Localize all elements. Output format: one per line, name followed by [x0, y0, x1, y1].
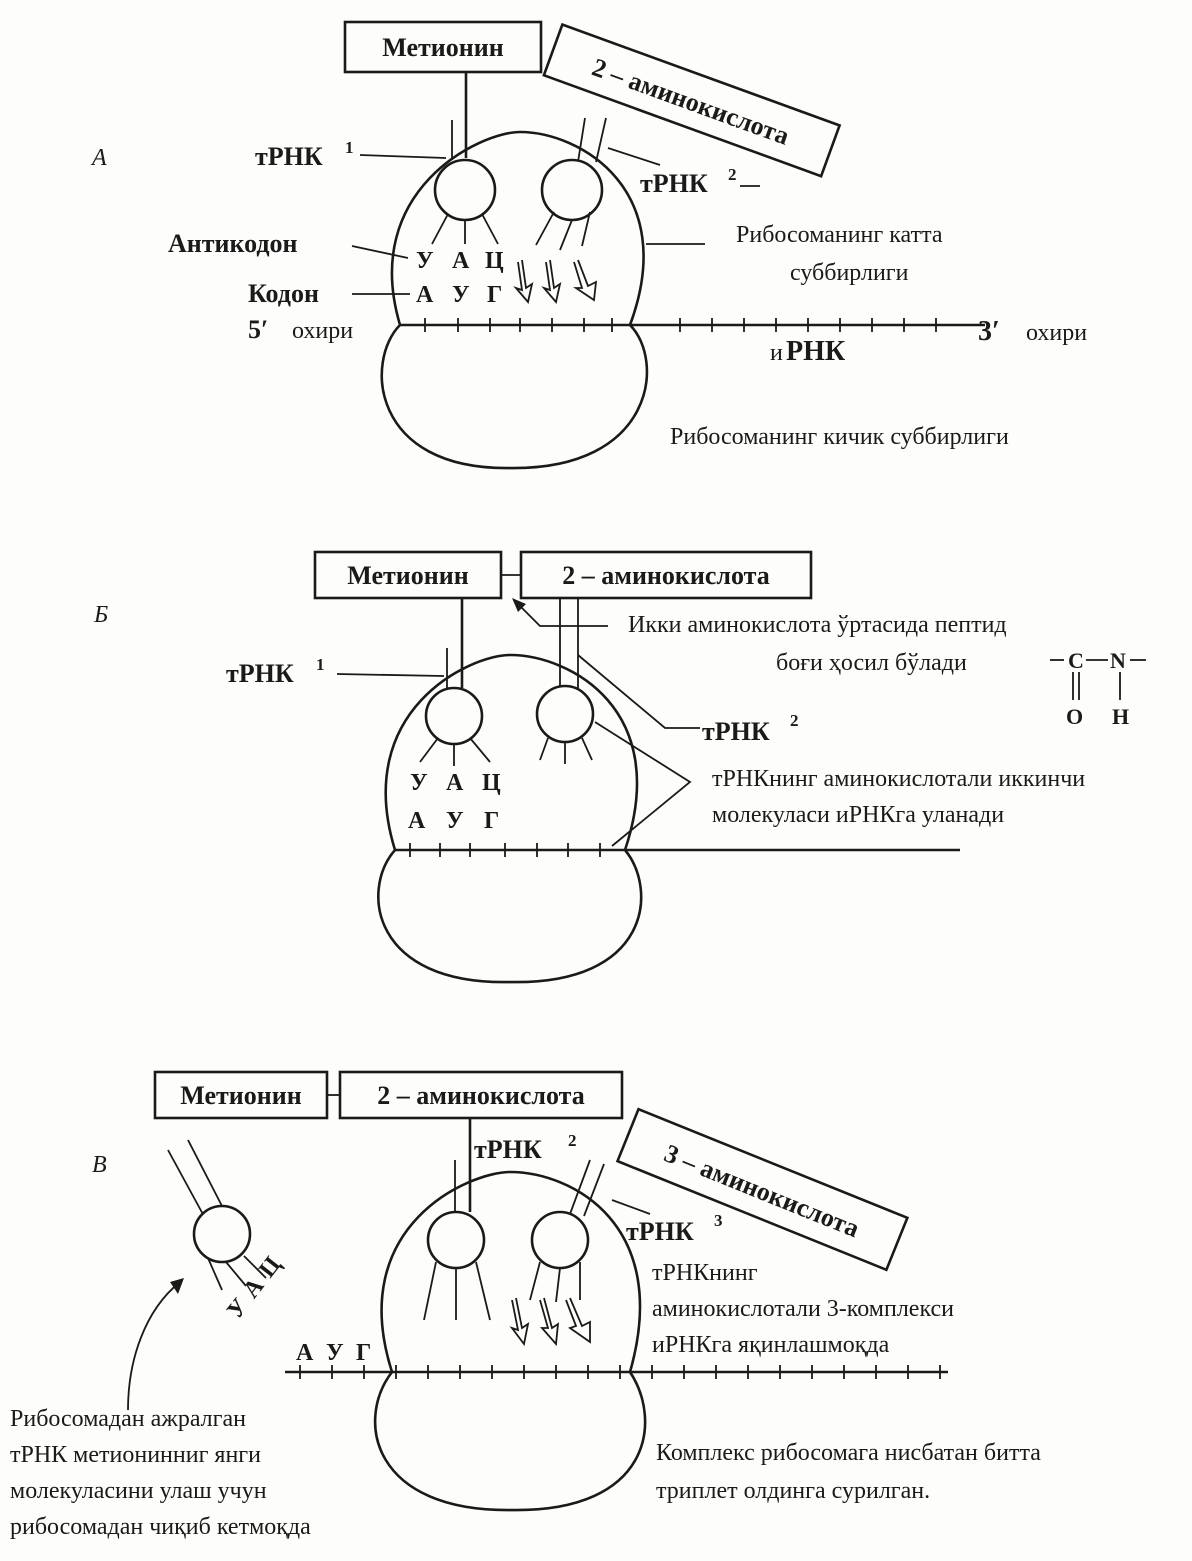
trna1-label: тРНК: [255, 142, 323, 171]
anticodon-base: У: [410, 770, 428, 796]
formula-nitrogen: N: [1110, 648, 1126, 673]
three-prime-end-label: охири: [1026, 320, 1087, 346]
methionine-box: [343, 20, 543, 74]
incoming-anticodon-arrows: [509, 1297, 591, 1347]
panel-a: А Метионин 2 – аминокислота: [90, 20, 1087, 470]
peptide-bond-pointer: [513, 599, 608, 627]
three-prime-end-number: 3′: [978, 316, 1000, 347]
approach-note-2: аминокислотали 3-комплекси: [652, 1296, 954, 1322]
trna2-body: [535, 684, 595, 744]
trna2-body: [540, 158, 604, 222]
shift-note-1: Комплекс рибосомага нисбатан битта: [656, 1440, 1041, 1466]
panel-a-letter: А: [90, 145, 107, 171]
trna1-label: тРНК: [226, 659, 294, 688]
shift-note-2: триплет олдинга сурилган.: [656, 1478, 930, 1504]
approach-note-1: тРНКнинг: [652, 1260, 758, 1286]
ribosome-large-subunit: [380, 1170, 642, 1373]
codon-base: У: [446, 808, 464, 834]
ribosome-small-subunit: [377, 849, 643, 984]
free-codon-base: У: [326, 1340, 344, 1366]
trna3-superscript: 3: [714, 1211, 723, 1230]
trna1-body: [424, 686, 484, 746]
methionine-label: Метионин: [382, 33, 503, 62]
panel-b-letter: Б: [93, 602, 108, 628]
peptide-bond-formula: C N O H: [1050, 648, 1146, 729]
codon-base: Г: [487, 282, 502, 308]
trna2-superscript: 2: [568, 1131, 577, 1150]
trna2-leader: [577, 654, 700, 729]
amino-acid-2-label: 2 – аминокислота: [562, 561, 770, 590]
attach-note-1: тРНКнинг аминокислотали иккинчи: [712, 766, 1085, 792]
trna1-superscript: 1: [345, 138, 354, 157]
ribosome-large-subunit: [384, 653, 639, 851]
codon-base: Г: [484, 808, 499, 834]
five-prime-end-number: 5′: [248, 315, 268, 344]
released-trna-body: [192, 1204, 252, 1264]
mrna-ticks: [424, 318, 937, 332]
attach-pointer: [594, 721, 692, 847]
formula-hydrogen: H: [1112, 704, 1129, 729]
trna2-body: [426, 1210, 486, 1270]
incoming-anticodon-arrows: [513, 259, 598, 304]
attach-note-2: молекуласи иРНКга уланади: [712, 802, 1004, 828]
approach-note-3: иРНКга яқинлашмоқда: [652, 1332, 890, 1358]
anticodon-base: У: [416, 248, 434, 274]
mrna-prefix: и: [770, 340, 783, 366]
trna3-body: [530, 1210, 590, 1270]
small-subunit-label: Рибосоманинг кичик суббирлиги: [670, 424, 1009, 450]
ribosome-small-subunit: [373, 1371, 647, 1512]
anticodon-base: А: [446, 770, 464, 796]
methionine-label: Метионин: [180, 1081, 301, 1110]
trna2-label: тРНК: [474, 1135, 542, 1164]
panel-c: В Метионин 2 – аминокислота 3 – аминокис…: [10, 1070, 1041, 1540]
five-prime-end-label: охири: [292, 318, 353, 344]
methionine-label: Метионин: [347, 561, 468, 590]
free-codon-base: Г: [356, 1340, 371, 1366]
anticodon-base: Ц: [485, 248, 504, 274]
amino-acid-2-box: [338, 1070, 624, 1120]
peptide-note-1: Икки аминокислота ўртасида пептид: [628, 612, 1007, 638]
release-arrow: [127, 1281, 181, 1411]
trna2-superscript: 2: [728, 165, 737, 184]
codon-base: У: [452, 282, 470, 308]
release-note-3: молекуласини улаш учун: [10, 1478, 267, 1504]
large-subunit-label-1: Рибосоманинг катта: [736, 222, 943, 248]
trna2-label: тРНК: [640, 169, 708, 198]
trna1-body: [433, 158, 497, 222]
formula-oxygen: O: [1066, 704, 1083, 729]
formula-carbon: C: [1068, 648, 1084, 673]
anticodon-label: Антикодон: [168, 229, 298, 258]
mrna-ticks: [299, 1365, 941, 1379]
ribosome-small-subunit: [380, 324, 649, 470]
mrna-ticks: [409, 843, 601, 857]
release-note-4: рибосомадан чиқиб кетмоқда: [10, 1514, 311, 1540]
anticodon-base: А: [452, 248, 470, 274]
release-note-1: Рибосомадан ажралган: [10, 1406, 246, 1432]
trna2-superscript: 2: [790, 711, 799, 730]
panel-c-letter: В: [92, 1152, 107, 1178]
released-anticodon-base: Ц: [254, 1252, 286, 1283]
amino-acid-2-label: 2 – аминокислота: [377, 1081, 585, 1110]
trna1-superscript: 1: [316, 655, 325, 674]
codon-label: Кодон: [248, 279, 319, 308]
methionine-box: [313, 550, 503, 600]
amino-acid-2-box: [519, 550, 813, 600]
trna3-label: тРНК: [626, 1217, 694, 1246]
large-subunit-label-2: суббирлиги: [790, 260, 909, 286]
codon-base: А: [416, 282, 434, 308]
mrna-label: РНК: [786, 336, 846, 367]
released-anticodon-base: У: [222, 1294, 254, 1324]
ribosome-large-subunit: [390, 130, 645, 326]
anticodon-base: Ц: [482, 770, 501, 796]
panel-b: Б Метионин 2 – аминокислота тРНК 1 тРН: [93, 550, 1146, 984]
trna2-label: тРНК: [702, 717, 770, 746]
methionine-box: [153, 1070, 329, 1120]
release-note-2: тРНК метионинниг янги: [10, 1442, 261, 1468]
peptide-note-2: боғи ҳосил бўлади: [776, 650, 967, 676]
codon-base: А: [408, 808, 426, 834]
free-codon-base: А: [296, 1340, 314, 1366]
